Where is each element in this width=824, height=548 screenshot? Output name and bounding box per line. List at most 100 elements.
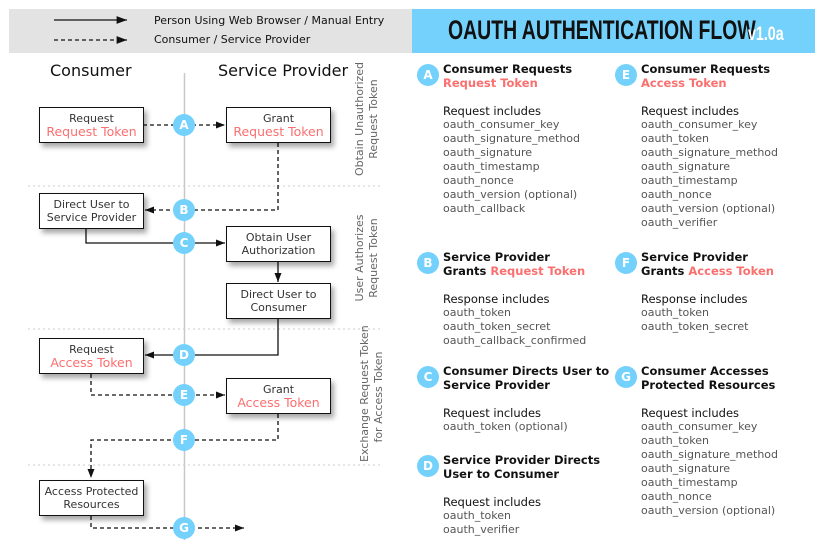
step-title-highlight: Access Token (688, 264, 774, 278)
step-param: oauth_signature_method (641, 448, 779, 461)
step-title-line: Service Provider (443, 378, 614, 392)
step-title-text: Consumer Accesses (641, 364, 769, 378)
step-param: oauth_signature (641, 462, 731, 475)
phase-label-obtain: Obtain Unauthorized Request Token (353, 59, 381, 179)
step-badge: D (417, 455, 439, 477)
step-title-line: Consumer Directs User to (443, 364, 614, 378)
box-label: Access Protected (44, 485, 139, 498)
step-title-text: Service Provider (443, 250, 550, 264)
step-param: oauth_signature_method (443, 132, 581, 145)
step-title-line: Access Token (641, 76, 812, 90)
grant-access-token-box: Grant Access Token (226, 378, 331, 414)
step-title-line: Consumer Requests (641, 62, 812, 76)
step-title-text: Protected Resources (641, 378, 776, 392)
step-param: oauth_timestamp (443, 160, 540, 173)
box-label: Direct User to (53, 198, 130, 211)
step-heading: Request includes (443, 104, 542, 118)
step-title-line: Service Provider Directs (443, 453, 614, 467)
box-label: Service Provider (46, 211, 137, 224)
phase-label-line: Request Token (367, 79, 380, 159)
step-param: oauth_consumer_key (641, 420, 758, 433)
step-param: oauth_token (443, 306, 511, 319)
step-title-line: Grants Access Token (641, 264, 812, 278)
step-param: oauth_callback (443, 202, 526, 215)
phase-label-line: Obtain Unauthorized (353, 61, 366, 177)
box-label: Grant (262, 112, 295, 125)
step-param: oauth_token (641, 306, 709, 319)
badge-c: C (173, 232, 195, 254)
legend: Person Using Web Browser / Manual Entry … (9, 9, 412, 53)
obtain-user-authorization-box: Obtain User Authorization (226, 226, 331, 262)
direct-user-to-sp-box: Direct User to Service Provider (39, 193, 144, 229)
step-param: oauth_version (optional) (641, 504, 776, 517)
step-title-highlight: Request Token (443, 76, 538, 90)
step-title-text: Grants (641, 264, 689, 278)
step-heading: Response includes (641, 292, 748, 306)
step-param: oauth_signature_method (641, 146, 779, 159)
step-badge: G (615, 366, 637, 388)
box-highlight: Access Token (50, 355, 133, 370)
step-param: oauth_token (641, 132, 709, 145)
step-title-line: User to Consumer (443, 467, 614, 481)
step-title-text: Consumer Directs User to (443, 364, 610, 378)
step-heading: Request includes (641, 406, 740, 420)
step-title-text: Service Provider (443, 378, 550, 392)
step-title-line: Consumer Accesses (641, 364, 812, 378)
step-param: oauth_token (optional) (443, 420, 568, 433)
arrow-d (145, 319, 279, 359)
step-title-text: Consumer Requests (443, 62, 573, 76)
box-label: Resources (63, 498, 120, 511)
step-badge: A (417, 64, 439, 86)
step-param: oauth_signature (443, 146, 533, 159)
phase-label-line: User Authorizes (353, 214, 366, 302)
step-param: oauth_timestamp (641, 174, 738, 187)
step-param: oauth_token (443, 509, 511, 522)
phase-label-line: for Access Token (372, 351, 385, 443)
step-param: oauth_token (641, 434, 709, 447)
badge-g: G (173, 517, 195, 539)
step-param: oauth_nonce (641, 188, 712, 201)
box-highlight: Request Token (46, 124, 137, 139)
step-param: oauth_verifier (443, 523, 520, 536)
badge-b: B (173, 199, 195, 221)
step-badge: C (417, 366, 439, 388)
grant-request-token-box: Grant Request Token (226, 107, 331, 143)
badge-a: A (173, 114, 195, 136)
service-provider-header: Service Provider (218, 61, 349, 80)
box-label: Grant (262, 383, 295, 396)
step-param: oauth_callback_confirmed (443, 334, 587, 347)
step-param: oauth_nonce (443, 174, 514, 187)
step-title-highlight: Request Token (490, 264, 586, 278)
step-title-text: Grants (443, 264, 491, 278)
step-badge: F (615, 252, 637, 274)
box-label: Consumer (250, 301, 307, 314)
version-label: v1.0a (748, 24, 784, 45)
step-badge: B (417, 252, 439, 274)
step-param: oauth_signature (641, 160, 731, 173)
direct-user-to-consumer-box: Direct User to Consumer (226, 283, 331, 319)
step-title-line: Request Token (443, 76, 614, 90)
box-label: Request (69, 343, 114, 356)
box-label: Direct User to (240, 288, 317, 301)
step-param: oauth_verifier (641, 216, 718, 229)
box-highlight: Request Token (233, 124, 324, 139)
step-heading: Request includes (443, 495, 542, 509)
badge-d: D (173, 344, 195, 366)
badge-f: F (173, 429, 195, 451)
legend-dashed-label: Consumer / Service Provider (154, 33, 311, 46)
step-title-line: Service Provider (641, 250, 812, 264)
box-label: Request (69, 112, 114, 125)
step-title-line: Protected Resources (641, 378, 812, 392)
legend-lines (54, 16, 127, 44)
arrow-b (145, 143, 279, 214)
consumer-header: Consumer (50, 61, 132, 80)
phase-label-authorize: User Authorizes Request Token (353, 198, 381, 318)
phase-label-line: Exchange Request Token (358, 325, 371, 462)
